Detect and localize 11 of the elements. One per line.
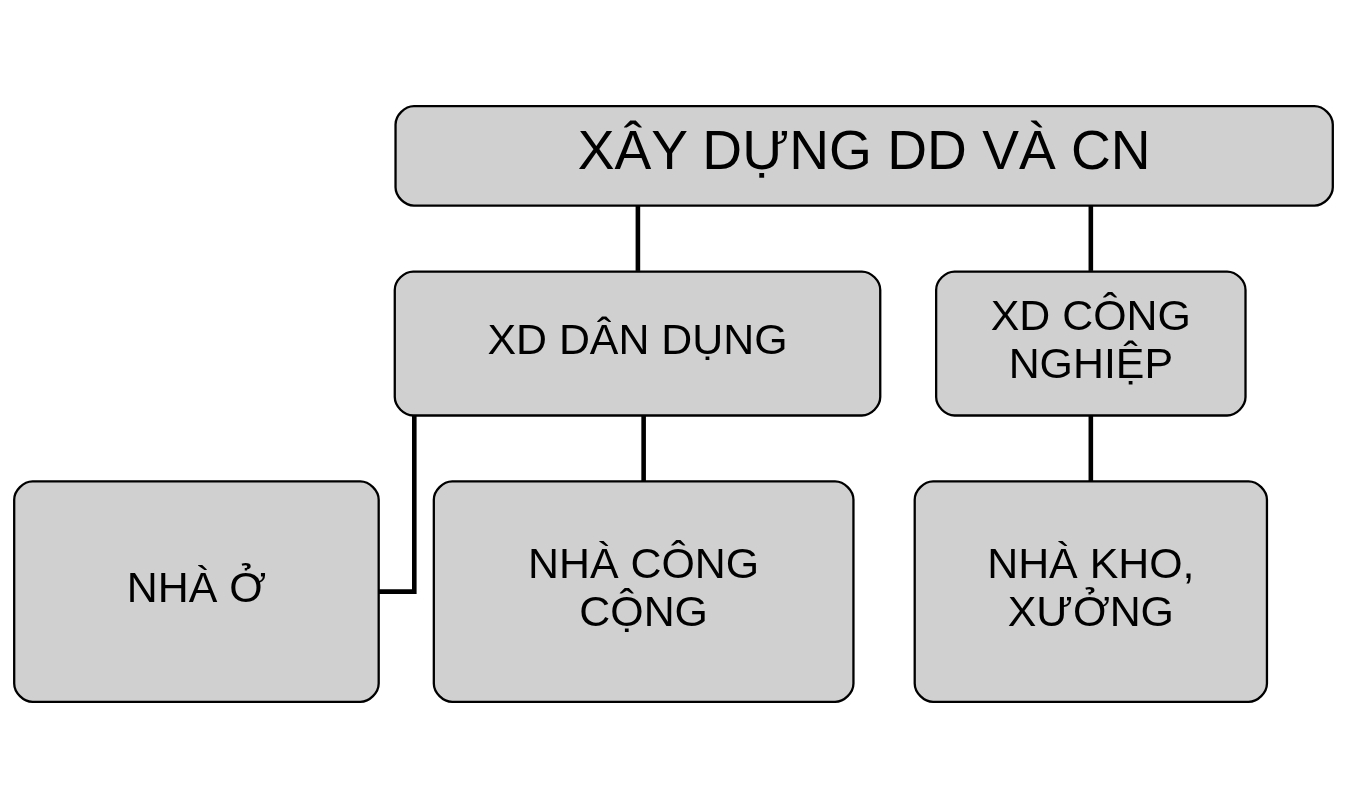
node-box: XD CÔNG NGHIỆP [935,270,1247,417]
connector [1088,415,1094,482]
connector [378,415,417,594]
connector [641,415,646,482]
connector [1088,205,1094,271]
connector [635,205,641,271]
node-box: NHÀ KHO, XƯỞNG [913,480,1269,703]
node-box: NHÀ CÔNG CỘNG [432,480,855,703]
node-box: NHÀ Ở [13,480,380,703]
node-box: XD DÂN DỤNG [393,270,882,417]
node-box: XÂY DỰNG DD VÀ CN [394,104,1334,207]
